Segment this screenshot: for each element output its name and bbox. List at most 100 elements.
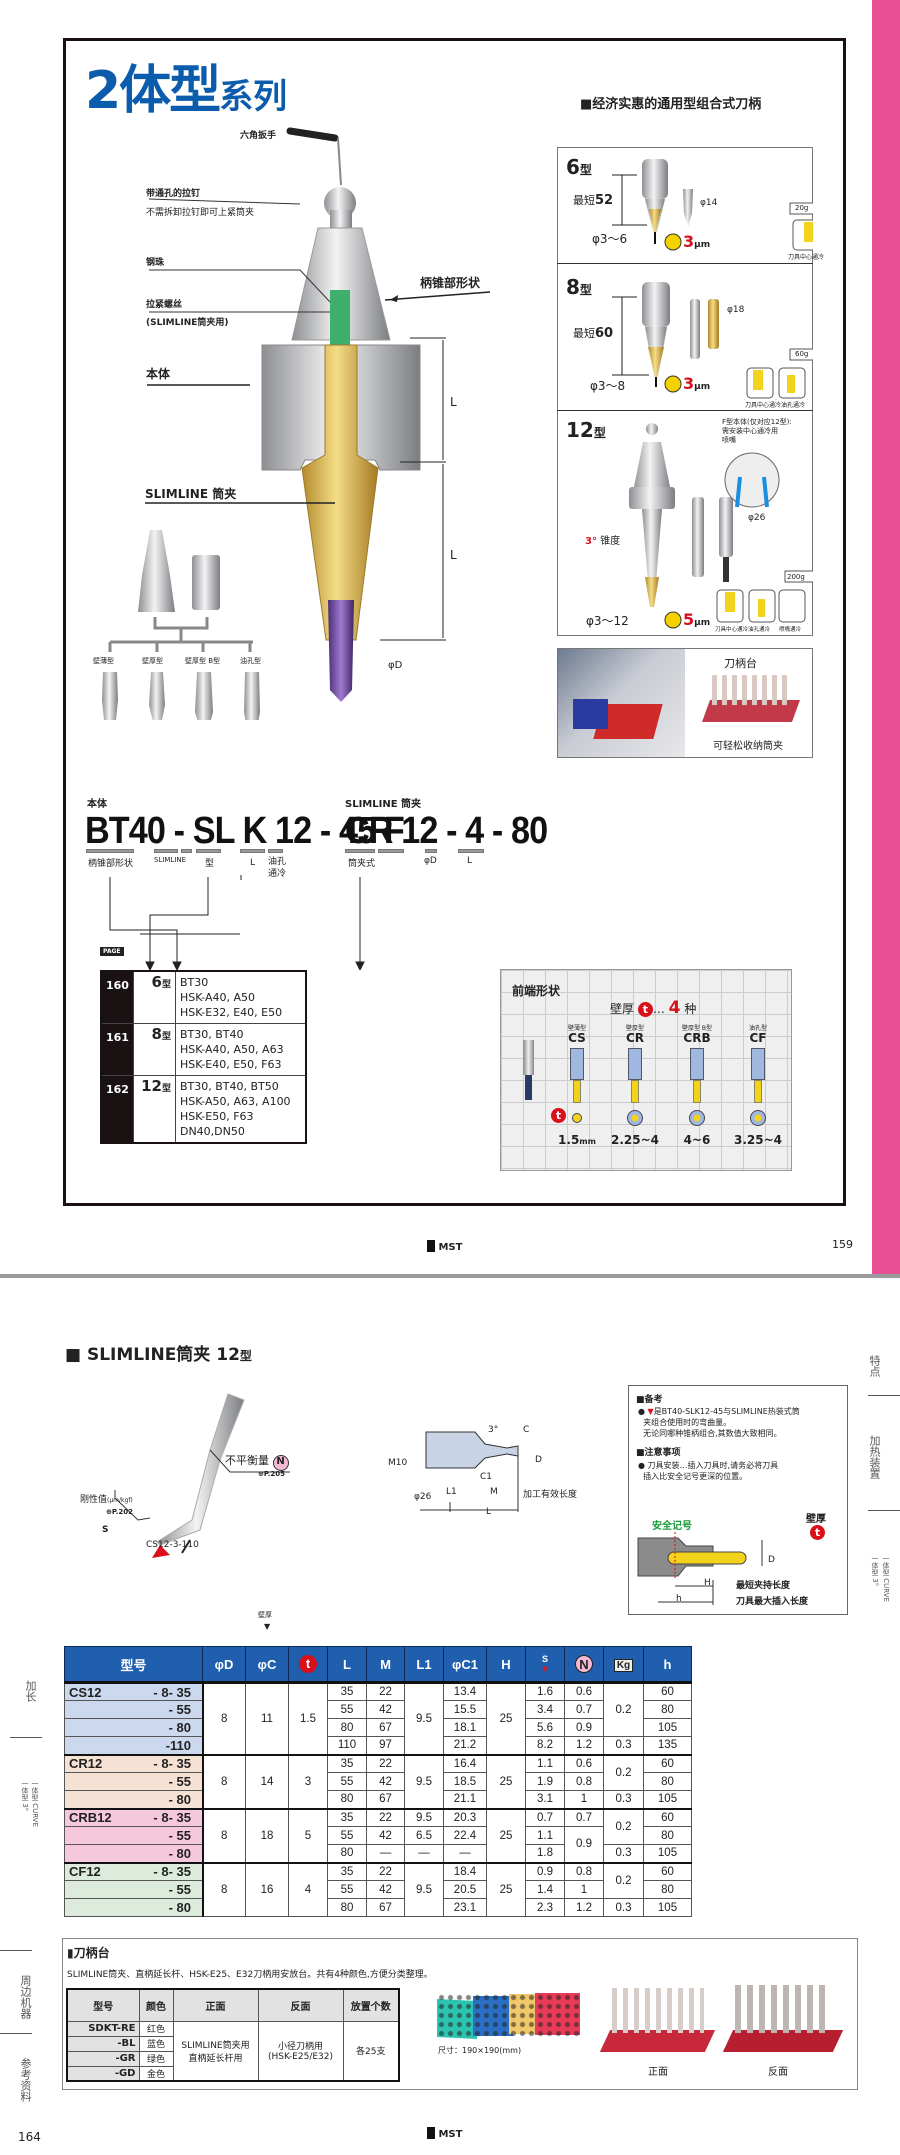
rack-caption-back: 反面 [768,2067,788,2078]
value-cell: 60 [643,1753,692,1773]
value-cell: 25 [486,1681,526,1755]
model-cell[interactable]: - 55 [64,1700,204,1719]
side-tab-references[interactable]: 参考资料 [19,2058,32,2102]
model-size: - 80 [168,1900,191,1915]
type-12-weight: 200g [787,573,805,581]
section-title: ■ SLIMLINE筒夹 12型 [65,1345,252,1365]
value-cell: — [366,1844,405,1863]
type-12-coolant-2: 油孔通冷 [748,627,771,633]
value-cell: 0.9 [525,1861,565,1881]
model-size: - 55 [168,1828,191,1843]
stiffness-ref[interactable]: ⊕P.202 [106,1508,133,1516]
value-cell: 22 [366,1681,405,1701]
value-cell: 14 [245,1753,289,1809]
page-frame [63,38,846,1206]
page-ref[interactable]: 162 [100,1075,134,1144]
collet-code-heading: SLIMLINE 筒夹 [345,799,422,810]
taper-item: BT30, BT40 [179,1028,244,1041]
collet-thumb-crb [195,672,213,720]
side-tab-3deg[interactable]: 一体型 3° [871,1555,879,1587]
model-cell[interactable]: - 80 [64,1844,204,1863]
value-cell: 5.6 [525,1718,565,1737]
side-tab-heating[interactable]: 加热装置 [868,1435,881,1479]
value-cell: 42 [366,1826,405,1845]
value-cell: — [404,1844,444,1863]
value-cell: 0.6 [564,1681,604,1701]
value-cell: 18.1 [443,1718,487,1737]
wall-thickness-value: 3.25~4 [733,1133,782,1147]
dim-L-lower: L [450,548,457,562]
dim-m: M [490,1487,498,1497]
value-cell: 35 [327,1807,367,1827]
page-ref[interactable]: 161 [100,1023,134,1076]
wall-thickness-value: 1.5mm [558,1133,596,1147]
value-cell: 35 [327,1681,367,1701]
holder-8 [642,282,670,387]
type-12-runout: 5μm [683,610,711,629]
model-cell[interactable]: CS12- 8- 35 [64,1681,204,1701]
dim-angle: 3° [488,1425,499,1435]
value-cell: 55 [327,1700,367,1719]
collet-thumb-cs [102,672,118,720]
t-badge-icon: t [810,1525,825,1540]
page-icon: PAGE [100,947,124,956]
collet-type-crb: 壁厚型 B型 [185,657,221,665]
value-cell: 105 [643,1898,692,1917]
model-cell[interactable]: -110 [64,1736,204,1755]
value-cell: 80 [327,1898,367,1917]
model-series: CR12 [69,1756,103,1772]
callout-clamp-screw-note: (SLIMLINE筒夹用) [146,318,229,328]
side-tab-extension[interactable]: 加长 [24,1680,37,1702]
model-cell[interactable]: - 80 [64,1898,204,1917]
model-cell[interactable]: CF12- 8- 35 [64,1861,204,1881]
page-ref[interactable]: 160 [100,970,134,1024]
model-cell[interactable]: - 80 [64,1718,204,1737]
collet-mini [523,1040,534,1075]
model-cell[interactable]: - 55 [64,1772,204,1791]
dim-L-upper: L [450,395,457,409]
unbalance-ref[interactable]: ⊕P.205 [258,1470,285,1478]
value-cell: 0.8 [564,1861,604,1881]
remarks-text: ● ▼是BT40-SLK12-45与SLIMLINE热装式筒 夹组合使用时的弯曲… [638,1407,800,1438]
side-tab-peripherals[interactable]: 周边机器 [19,1975,32,2019]
model-cell[interactable]: - 55 [64,1826,204,1845]
side-tab-features[interactable]: 特点 [868,1355,881,1377]
model-cell[interactable]: CRB12- 8- 35 [64,1807,204,1827]
dim-m10: M10 [388,1458,408,1468]
collet-thumb-cf [244,672,260,720]
value-cell: 80 [643,1700,692,1719]
model-cell[interactable]: - 80 [64,1790,204,1809]
model-cell[interactable]: CR12- 8- 35 [64,1753,204,1773]
value-cell: 0.7 [564,1807,604,1827]
column-header-12: h [643,1646,692,1684]
value-cell: 1.4 [525,1880,565,1899]
value-cell: 42 [366,1772,405,1791]
column-header-7: φC1 [443,1646,487,1684]
side-tab-curve[interactable]: 一体型 CURVE [882,1555,890,1602]
type-12-coolant-1: 刀具中心通冷 [715,627,749,633]
column-header-10: N [564,1646,604,1684]
callout-pull-stud: 带通孔的拉钉 [146,189,201,199]
front-shape-title: 前端形状 [512,984,561,998]
value-cell: 55 [327,1772,367,1791]
tip-type-label: 壁厚型 [625,1025,644,1032]
side-tab-curve-left[interactable]: 一体型 CURVE [31,1780,39,1827]
holder-12 [629,423,675,607]
value-cell: 1.1 [525,1753,565,1773]
model-cell[interactable]: - 55 [64,1880,204,1899]
s-arrow-icon [152,1545,170,1558]
value-cell: 25 [486,1807,526,1863]
tip-type-label: 壁厚型 B型 [681,1025,713,1032]
tip-tool-shape [693,1080,701,1103]
rack-photo-caption: 可轻松收纳筒夹 [713,741,783,752]
side-tab-3deg-left[interactable]: 一体型 3° [21,1780,29,1812]
value-cell: 67 [366,1898,405,1917]
callout-taper-shape: 柄锥部形状 [420,276,481,290]
